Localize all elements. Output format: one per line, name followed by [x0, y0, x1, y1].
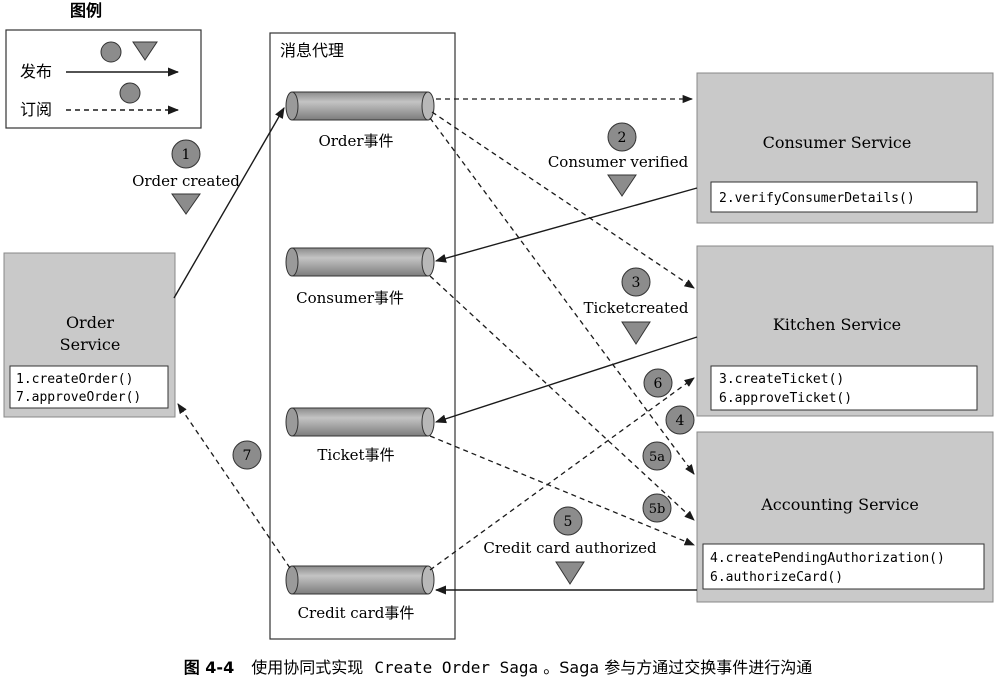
consumer-method-1: 2.verifyConsumerDetails() [719, 191, 915, 206]
step-1-label: 1 [182, 147, 191, 163]
card-authorized-triangle-icon [555, 561, 585, 585]
event-card-authorized: 5 Credit card authorized [483, 506, 657, 585]
consumer-service-title: Consumer Service [763, 133, 912, 152]
consumer-events-label: Consumer事件 [296, 289, 404, 307]
arrow-credit-card-events-to-kitchen [429, 377, 695, 571]
kitchen-service-title: Kitchen Service [773, 315, 901, 334]
legend-subscribe-circle-icon [119, 82, 141, 104]
event-ticket-created: 3 Ticketcreated [583, 267, 689, 345]
step-5a-marker [642, 441, 672, 471]
legend-publish-label: 发布 [20, 62, 52, 81]
event-consumer-verified: 2 Consumer verified [548, 122, 689, 197]
subscribe-arrows [177, 94, 695, 571]
accounting-service-title: Accounting Service [760, 495, 919, 514]
step-5-label: 5 [564, 514, 573, 530]
arrow-order-events-to-accounting [429, 117, 695, 475]
order-method-2: 7.approveOrder() [16, 390, 141, 405]
step-5-marker [553, 506, 583, 536]
caption-text-b: 。Saga 参与方通过交换事件进行沟通 [543, 658, 812, 677]
broker-title: 消息代理 [280, 41, 344, 60]
step-4-marker [665, 405, 695, 435]
legend-event-triangle-icon [132, 41, 158, 61]
ticket-created-triangle-icon [621, 321, 651, 345]
accounting-method-2: 6.authorizeCard() [710, 570, 843, 585]
consumer-service: Consumer Service 2.verifyConsumerDetails… [696, 72, 994, 224]
kitchen-method-1: 3.createTicket() [719, 372, 844, 387]
step-6-marker [643, 368, 673, 398]
legend-subscribe-label: 订阅 [20, 100, 52, 119]
kitchen-method-2: 6.approveTicket() [719, 391, 852, 406]
step-5b-label: 5b [649, 502, 666, 517]
order-service-title-line1: Order [66, 313, 114, 332]
step-3-marker [621, 267, 651, 297]
order-events-channel: Order事件 [285, 91, 435, 150]
ticket-events-label: Ticket事件 [317, 446, 394, 464]
order-created-triangle-icon [171, 193, 201, 215]
step-2-label: 2 [618, 130, 627, 146]
figure-caption: 图 4-4 使用协同式实现 Create Order Saga 。Saga 参与… [184, 658, 813, 677]
ticket-events-channel: Ticket事件 [285, 407, 435, 464]
order-created-label: Order created [132, 172, 240, 190]
step-7-marker [232, 440, 262, 470]
step-3-label: 3 [632, 275, 641, 291]
step-5a-label: 5a [649, 450, 665, 465]
arrow-order-events-to-kitchen [431, 111, 695, 289]
consumer-verified-triangle-icon [607, 174, 637, 197]
order-events-label: Order事件 [318, 132, 393, 150]
consumer-events-channel: Consumer事件 [285, 247, 435, 307]
broker-box [269, 32, 456, 640]
arrow-kitchen-to-ticket-events [434, 336, 698, 424]
step-1-marker [171, 139, 201, 169]
arrow-consumer-events-to-accounting [429, 275, 695, 521]
order-service-title-line2: Service [60, 335, 121, 354]
step-2-marker [607, 122, 637, 152]
arrow-order-to-order-events [173, 107, 285, 299]
card-authorized-label: Credit card authorized [483, 539, 657, 557]
consumer-verified-label: Consumer verified [548, 153, 689, 171]
step-5b-marker [642, 493, 672, 523]
arrow-consumer-to-consumer-events [434, 187, 698, 263]
credit-card-events-label: Credit card事件 [298, 604, 415, 622]
step-7-label: 7 [243, 448, 252, 464]
arrow-ticket-events-to-accounting [429, 435, 695, 546]
arrow-credit-card-events-to-order [177, 403, 291, 569]
legend-event-circle-icon [100, 41, 122, 63]
ticket-created-label: Ticketcreated [583, 299, 688, 317]
credit-card-events-channel: Credit card事件 [285, 565, 435, 622]
message-broker: 消息代理 Order事件 Consumer事件 Ticket事件 Credit … [269, 32, 456, 640]
event-order-created: 1 Order created [132, 139, 240, 215]
caption-code: Create Order Saga [374, 658, 538, 677]
subscription-step-markers: 6 4 5a 5b 7 [232, 368, 695, 523]
step-6-label: 6 [654, 376, 663, 392]
accounting-service: Accounting Service 4.createPendingAuthor… [696, 431, 994, 603]
legend-title: 图例 [70, 1, 102, 20]
accounting-method-1: 4.createPendingAuthorization() [710, 551, 945, 566]
order-method-1: 1.createOrder() [16, 372, 133, 387]
kitchen-service: Kitchen Service 3.createTicket() 6.appro… [696, 245, 994, 417]
legend: 图例 发布 订阅 [5, 1, 202, 129]
caption-text-a: 使用协同式实现 [251, 658, 363, 677]
order-service: Order Service 1.createOrder() 7.approveO… [3, 252, 176, 418]
caption-figure-number: 图 4-4 [184, 658, 234, 677]
step-4-label: 4 [676, 413, 685, 429]
publish-arrows [173, 107, 698, 595]
